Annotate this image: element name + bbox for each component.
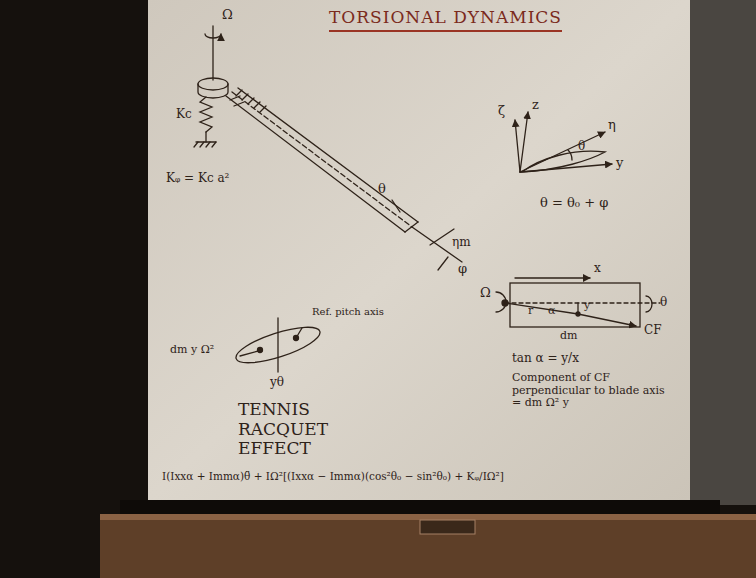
angle-symbol: α: [548, 305, 555, 318]
podium-edge: [100, 514, 756, 520]
slide-title: TORSIONAL DYNAMICS: [329, 8, 562, 32]
axis-symbol: η: [608, 118, 616, 133]
equation-label: tan α = y/x: [512, 352, 579, 366]
distance-symbol: r: [528, 305, 533, 318]
equation-label: θ = θ₀ + φ: [540, 196, 608, 211]
note-text: Component of CF perpendicular to blade a…: [512, 372, 677, 410]
axis-symbol: ζ: [498, 104, 505, 119]
airfoil-axes: [515, 112, 612, 172]
mass-symbol: dm: [560, 330, 577, 343]
podium: [100, 514, 756, 578]
axis-symbol: z: [532, 98, 539, 113]
distance-symbol: y: [584, 300, 590, 313]
force-label: dm y Ω²: [170, 344, 214, 357]
axis-symbol: Ω: [222, 8, 233, 23]
displacement-label: yθ: [270, 376, 284, 390]
axis-label: Ref. pitch axis: [312, 306, 384, 318]
spring-label: Kc: [176, 108, 192, 122]
tennis-racquet-sketch: [232, 318, 323, 372]
equation-label: Kᵩ = Kc a²: [166, 172, 229, 186]
axis-symbol: ηm: [452, 236, 471, 250]
slide: [148, 0, 690, 500]
screen-frame: [120, 500, 720, 514]
podium-plate: [420, 520, 475, 534]
blade-element-sketch: [496, 278, 660, 327]
angle-symbol: θ: [378, 182, 386, 197]
rotor-blade-sketch: [194, 26, 462, 270]
angle-symbol: θ: [578, 140, 585, 154]
angle-symbol: φ: [458, 262, 467, 277]
wall: [690, 0, 756, 505]
axis-symbol: y: [616, 156, 623, 171]
force-label: CF: [644, 324, 662, 338]
axis-symbol: x: [594, 262, 601, 276]
angle-symbol: θ: [660, 296, 667, 310]
equation-text: I(Ixxα + Immα)θ̈ + IΩ²[(Ixxα − Immα)(cos…: [162, 470, 682, 482]
heading-text: TENNIS RACQUET EFFECT: [238, 400, 398, 459]
axis-symbol: Ω: [480, 286, 491, 301]
